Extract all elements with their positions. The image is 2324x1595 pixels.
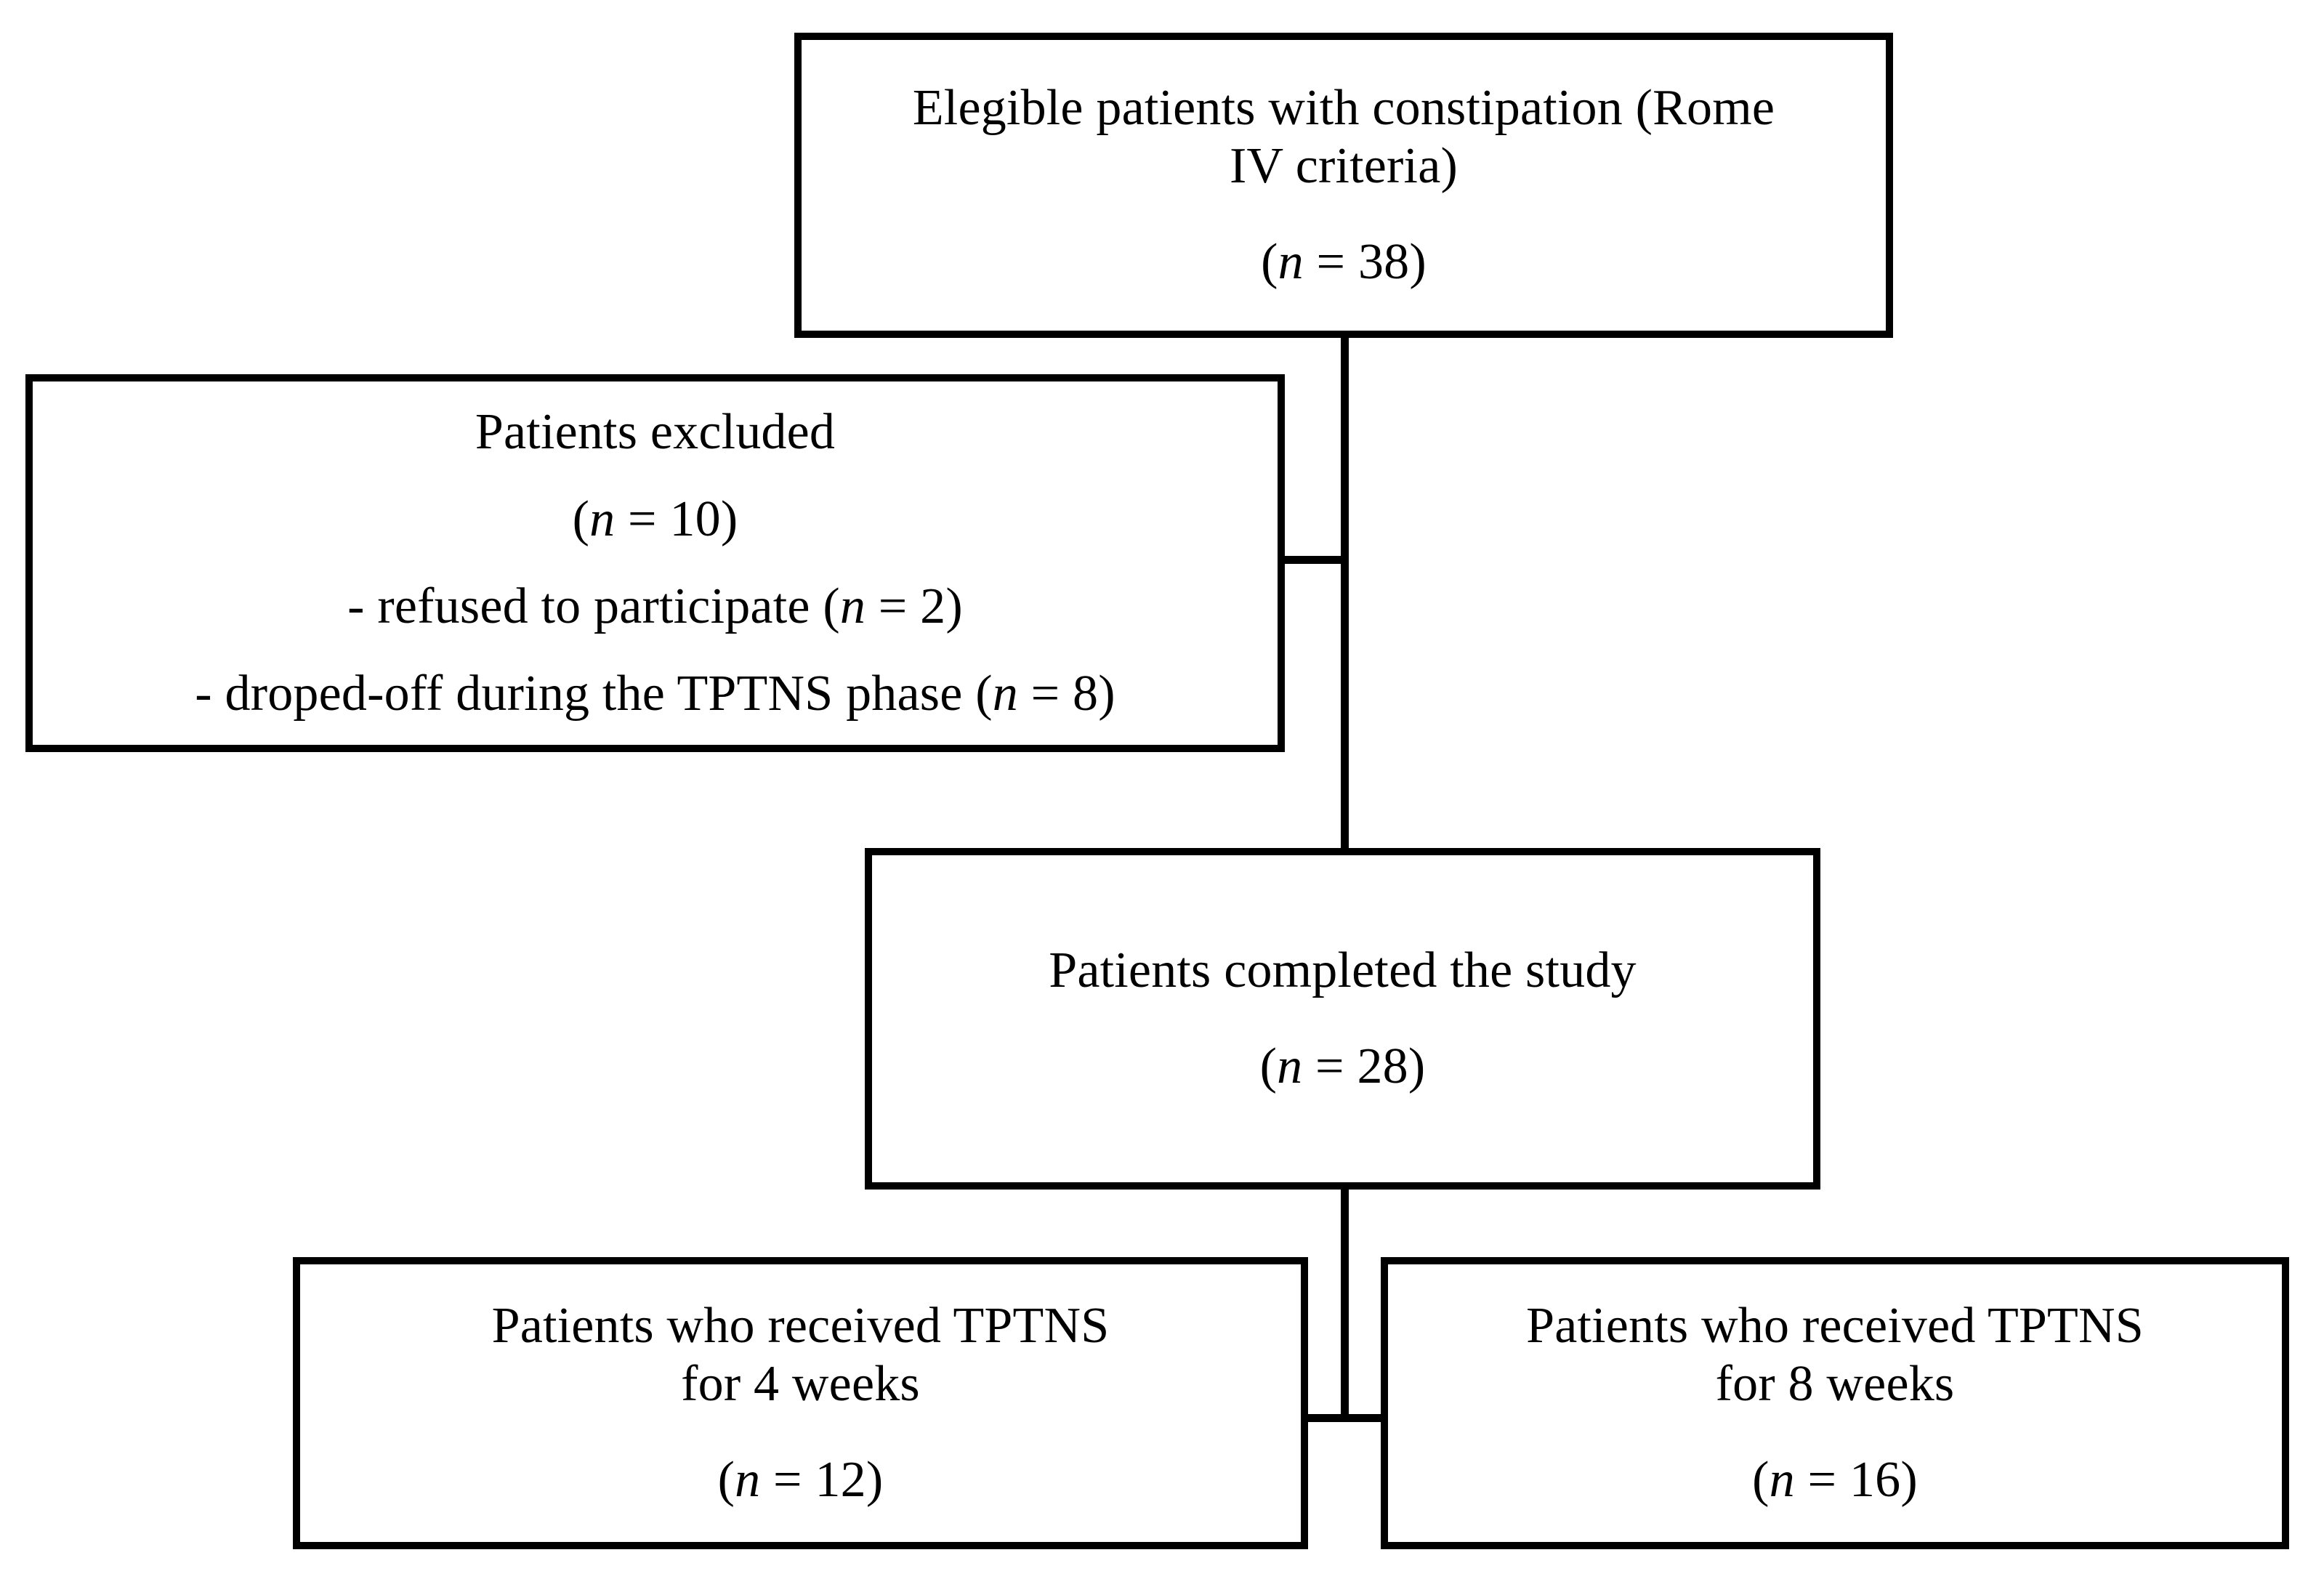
- arm8-text-block: Patients who received TPTNS for 8 weeks …: [1388, 1297, 2282, 1509]
- eligible-count-var: n: [1278, 233, 1304, 290]
- excluded-count: (n = 10): [573, 490, 738, 549]
- completed-count-eq: =: [1302, 1038, 1357, 1094]
- excluded-reason-2-prefix: (: [975, 665, 993, 722]
- eligible-line-1: Elegible patients with constipation (Rom…: [912, 80, 1775, 137]
- arm4-text-block: Patients who received TPTNS for 4 weeks …: [300, 1297, 1301, 1509]
- excluded-reason-1-eq: =: [866, 578, 921, 634]
- eligible-line-2: IV criteria): [1230, 138, 1458, 195]
- eligible-count-eq: =: [1303, 233, 1358, 290]
- tptns-8-weeks-box: Patients who received TPTNS for 8 weeks …: [1381, 1257, 2289, 1549]
- arm8-line-2: for 8 weeks: [1715, 1356, 1955, 1413]
- completed-line-1: Patients completed the study: [1049, 942, 1637, 999]
- excluded-count-var: n: [589, 491, 616, 548]
- arm4-count-suffix: ): [866, 1451, 884, 1508]
- eligible-text-block: Elegible patients with constipation (Rom…: [802, 79, 1886, 291]
- patients-excluded-box: Patients excluded (n = 10) - refused to …: [25, 374, 1285, 752]
- arm8-count-suffix: ): [1900, 1451, 1918, 1508]
- connector-eligible-to-completed: [1341, 331, 1349, 855]
- tptns-4-weeks-box: Patients who received TPTNS for 4 weeks …: [293, 1257, 1308, 1549]
- eligible-count: (n = 38): [1261, 233, 1427, 291]
- excluded-count-eq: =: [615, 491, 670, 548]
- excluded-reason-1-var: n: [839, 578, 866, 634]
- completed-text-block: Patients completed the study (n = 28): [872, 942, 1813, 1096]
- completed-count-var: n: [1277, 1038, 1303, 1094]
- excluded-count-value: 10: [669, 491, 721, 548]
- excluded-text-block: Patients excluded (n = 10) - refused to …: [33, 403, 1278, 722]
- excluded-reason-1: - refused to participate (n = 2): [347, 578, 963, 636]
- arm8-count-eq: =: [1794, 1451, 1849, 1508]
- arm4-count-var: n: [735, 1451, 761, 1508]
- excluded-reason-1-value: 2: [920, 578, 946, 634]
- excluded-count-prefix: (: [572, 491, 590, 548]
- excluded-count-suffix: ): [720, 491, 738, 548]
- excluded-reason-1-text: - refused to participate: [347, 578, 823, 634]
- arm4-line-1: Patients who received TPTNS: [491, 1298, 1110, 1354]
- arm4-count-value: 12: [815, 1451, 866, 1508]
- connector-completed-to-arms: [1341, 1182, 1349, 1421]
- eligible-count-suffix: ): [1409, 233, 1427, 290]
- excluded-reason-2-eq: =: [1017, 665, 1073, 722]
- excluded-line-1: Patients excluded: [475, 404, 836, 461]
- excluded-reason-2-value: 8: [1072, 665, 1099, 722]
- connector-arms-split: [1302, 1414, 1387, 1422]
- patients-completed-box: Patients completed the study (n = 28): [865, 848, 1820, 1190]
- connector-excluded-branch: [1279, 556, 1346, 564]
- completed-count-value: 28: [1357, 1038, 1408, 1094]
- arm8-count-prefix: (: [1752, 1451, 1770, 1508]
- eligible-count-prefix: (: [1261, 233, 1278, 290]
- excluded-reason-2-text: - droped-off during the TPTNS phase: [195, 665, 976, 722]
- eligible-count-value: 38: [1357, 233, 1410, 290]
- arm4-line-2: for 4 weeks: [681, 1356, 920, 1413]
- excluded-reason-1-prefix: (: [823, 578, 840, 634]
- arm4-count-prefix: (: [717, 1451, 735, 1508]
- excluded-reason-1-suffix: ): [945, 578, 963, 634]
- arm8-count-var: n: [1769, 1451, 1795, 1508]
- eligible-patients-box: Elegible patients with constipation (Rom…: [794, 33, 1893, 338]
- arm4-count-eq: =: [760, 1451, 815, 1508]
- arm8-line-1: Patients who received TPTNS: [1526, 1298, 2144, 1354]
- arm8-count-value: 16: [1849, 1451, 1901, 1508]
- completed-count-suffix: ): [1408, 1038, 1426, 1094]
- excluded-reason-2-var: n: [992, 665, 1018, 722]
- completed-count: (n = 28): [1260, 1038, 1426, 1096]
- completed-count-prefix: (: [1259, 1038, 1278, 1094]
- excluded-reason-2-suffix: ): [1098, 665, 1115, 722]
- excluded-reason-2: - droped-off during the TPTNS phase (n =…: [195, 665, 1115, 723]
- arm8-count: (n = 16): [1752, 1451, 1918, 1509]
- arm4-count: (n = 12): [718, 1451, 884, 1509]
